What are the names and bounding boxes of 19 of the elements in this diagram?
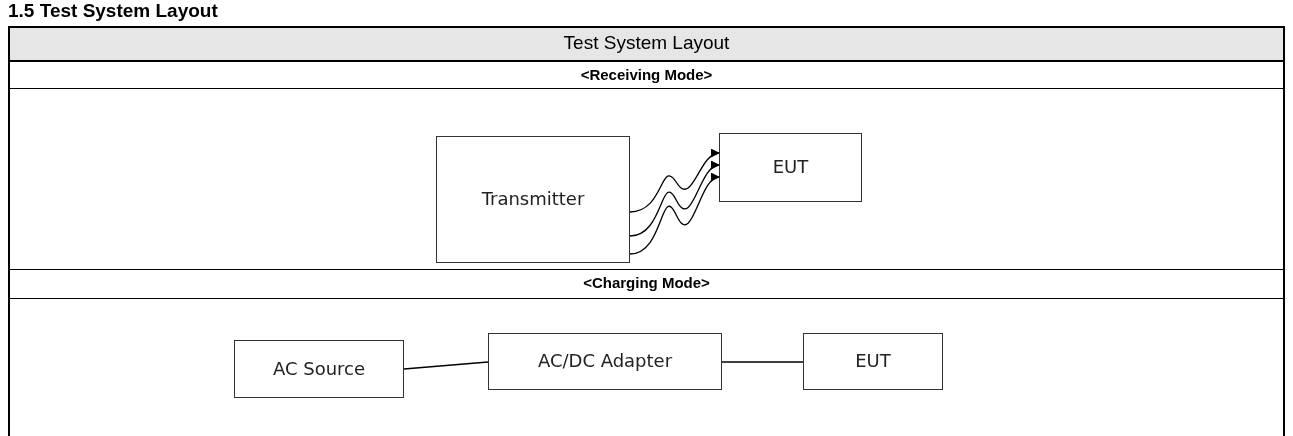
connector-line xyxy=(403,361,489,370)
block-box xyxy=(803,333,943,390)
section-heading: <Receiving Mode> xyxy=(579,65,714,85)
block-label: Transmitter xyxy=(481,187,585,212)
block-box xyxy=(719,133,862,202)
block-box xyxy=(488,333,722,390)
block-label: EUT xyxy=(855,349,891,374)
connector-line xyxy=(721,361,804,363)
block-label: AC Source xyxy=(272,356,366,381)
section-heading: <Charging Mode> xyxy=(582,273,711,293)
page-title: 1.5 Test System Layout xyxy=(8,0,218,22)
table-header: Test System Layout xyxy=(10,28,1283,60)
block-box xyxy=(234,340,404,398)
arrow xyxy=(629,150,720,213)
arrow xyxy=(629,175,720,255)
block-label: EUT xyxy=(772,155,809,180)
arrow xyxy=(629,162,720,237)
block-label: AC/DC Adapter xyxy=(537,349,673,374)
block-box xyxy=(436,136,630,263)
